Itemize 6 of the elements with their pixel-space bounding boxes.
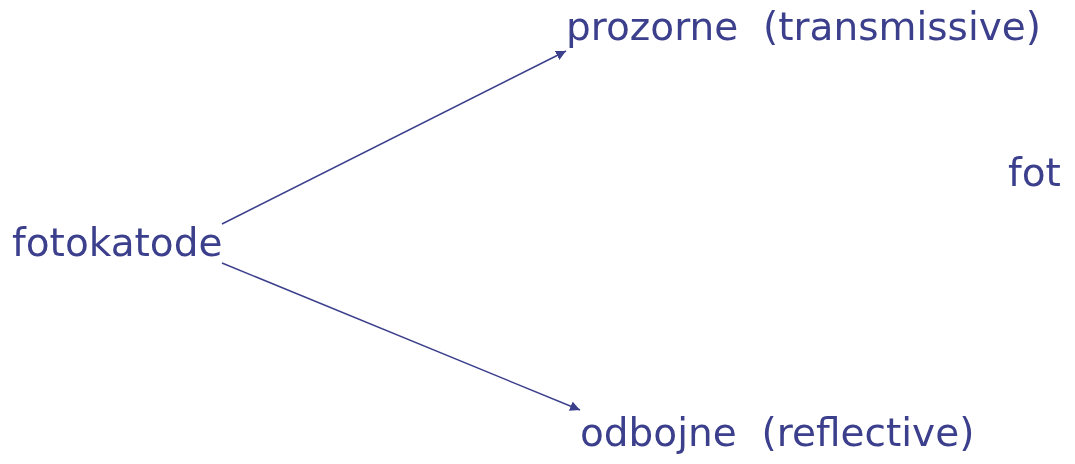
term-text: fotokatode: [12, 220, 223, 267]
term-text: prozorne (transmissive): [566, 4, 1042, 51]
arrow: [221, 262, 581, 411]
term-text: odbojne (reflective): [580, 410, 975, 457]
note-text: fot: [1008, 150, 1061, 197]
arrow: [221, 50, 567, 225]
